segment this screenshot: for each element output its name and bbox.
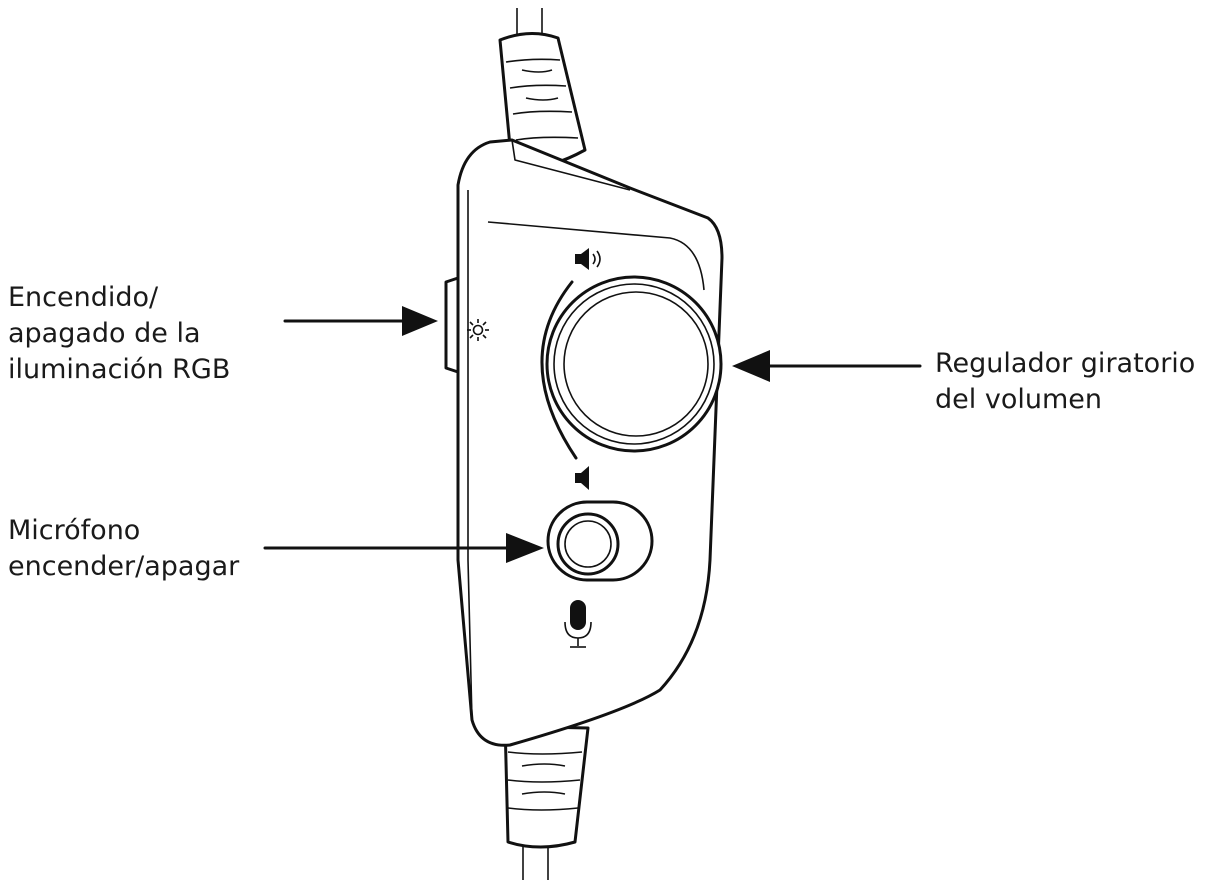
volume-arc [540,280,578,460]
label-mic-line-2: encender/apagar [8,551,240,582]
label-rgb-line-1: Encendido/ [8,282,159,313]
label-rgb-line-3: iluminación RGB [8,354,231,385]
label-rgb-line-2: apagado de la [8,318,201,349]
arrow-rgb [283,306,438,336]
label-volume-dial: Regulador giratorio del volumen [935,346,1195,418]
arrow-mic [263,533,544,563]
arrow-volume [732,350,922,382]
label-volume-line-1: Regulador giratorio [935,348,1196,379]
label-mic-line-1: Micrófono [8,515,141,546]
sun-icon [467,319,489,341]
label-mic-toggle: Micrófono encender/apagar [8,513,239,585]
remote-housing [456,138,724,747]
speaker-loud-icon [575,248,601,270]
label-volume-line-2: del volumen [935,384,1102,415]
speaker-quiet-icon [575,466,589,490]
label-rgb-toggle: Encendido/ apagado de la iluminación RGB [8,280,230,388]
microphone-icon [564,600,592,648]
rgb-side-button[interactable] [444,276,460,374]
volume-dial[interactable] [545,275,723,453]
mic-toggle-switch[interactable] [546,500,654,582]
